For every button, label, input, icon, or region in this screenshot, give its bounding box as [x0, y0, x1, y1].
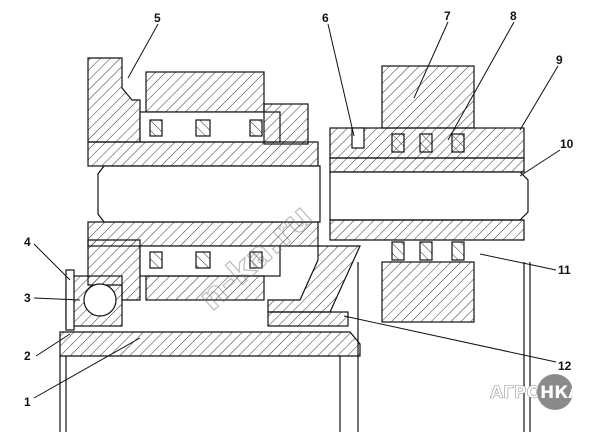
- callout-11: 11: [558, 263, 571, 277]
- right-shaft: [329, 171, 529, 221]
- left-gear-bottom: [145, 275, 265, 301]
- callout-labels: 1 2 3 4 5 6 7 8 9 10 11 12: [24, 9, 574, 409]
- callout-12: 12: [558, 359, 572, 373]
- callout-3: 3: [24, 291, 31, 305]
- agronka-logo: АГРО НКА: [490, 374, 582, 410]
- logo-left-text: АГРО: [490, 383, 541, 403]
- right-gear-top: [381, 65, 475, 129]
- plate-12-left: [267, 311, 349, 327]
- right-sleeve-bottom: [329, 219, 525, 241]
- callout-10: 10: [560, 137, 574, 151]
- right-assembly: [329, 65, 531, 432]
- callout-4: 4: [24, 235, 31, 249]
- left-sleeve-top: [87, 141, 319, 167]
- callout-7: 7: [444, 9, 451, 23]
- callout-9: 9: [556, 53, 563, 67]
- callout-8: 8: [510, 9, 517, 23]
- callout-1: 1: [24, 395, 31, 409]
- left-bush-top-right: [263, 103, 309, 145]
- logo-badge-text: НКА: [540, 383, 582, 403]
- right-gear-bottom: [381, 261, 475, 323]
- ball-bearing: [83, 283, 117, 317]
- left-gear-top: [145, 71, 265, 113]
- left-assembly: [59, 57, 361, 432]
- logo-badge: [537, 374, 573, 410]
- callout-2: 2: [24, 349, 31, 363]
- left-shaft: [97, 165, 321, 223]
- base-plate: [59, 331, 361, 357]
- right-sleeve-top: [329, 157, 525, 173]
- callout-6: 6: [322, 11, 329, 25]
- link-arm: [267, 245, 361, 313]
- leader-lines: [33, 21, 561, 399]
- callout-5: 5: [154, 11, 161, 25]
